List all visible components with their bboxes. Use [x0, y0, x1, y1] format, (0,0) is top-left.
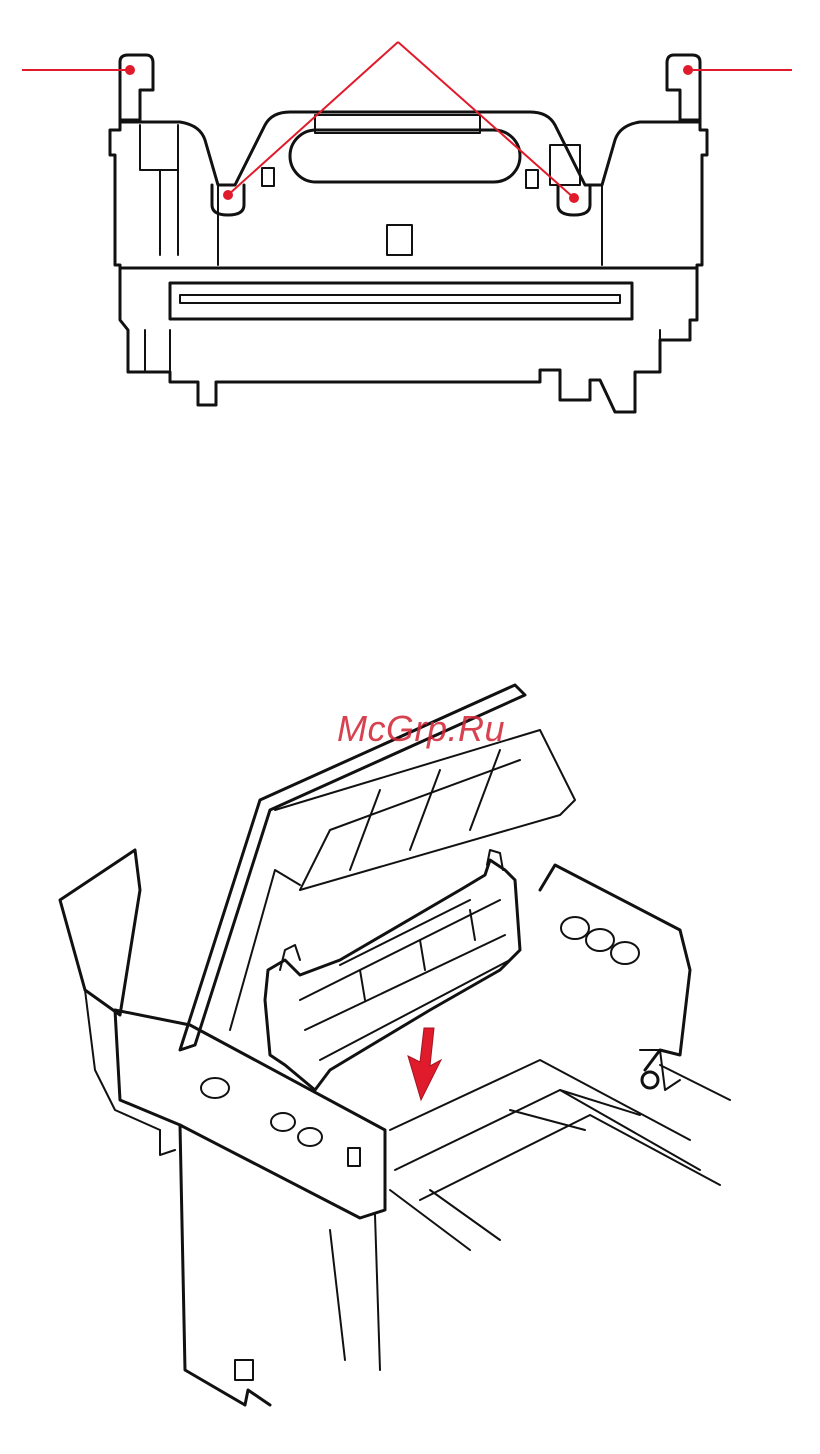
operator-panel — [115, 1010, 385, 1218]
open-top-cover — [180, 685, 525, 1050]
insert-direction-arrow — [408, 1028, 441, 1100]
printer-front-body — [180, 1125, 270, 1405]
callout-line-right-pin — [398, 42, 574, 198]
fuser-body-outline — [110, 120, 707, 412]
callout-dot-left-pin — [223, 190, 233, 200]
callout-line-left-pin — [228, 42, 398, 195]
fuser-installation-illustration — [0, 670, 820, 1450]
left-side-panel — [60, 850, 140, 1015]
left-handle — [120, 55, 153, 120]
top-housing — [120, 112, 700, 185]
rear-housing — [540, 865, 690, 1070]
callout-dot-right-pin — [569, 193, 579, 203]
callout-dot-right-handle — [683, 65, 693, 75]
fuser-unit-diagram — [0, 0, 820, 440]
paper-exit-slot — [170, 283, 632, 319]
center-marker — [387, 225, 412, 255]
right-handle — [667, 55, 700, 120]
callout-dot-left-handle — [125, 65, 135, 75]
carry-slot — [290, 130, 520, 182]
